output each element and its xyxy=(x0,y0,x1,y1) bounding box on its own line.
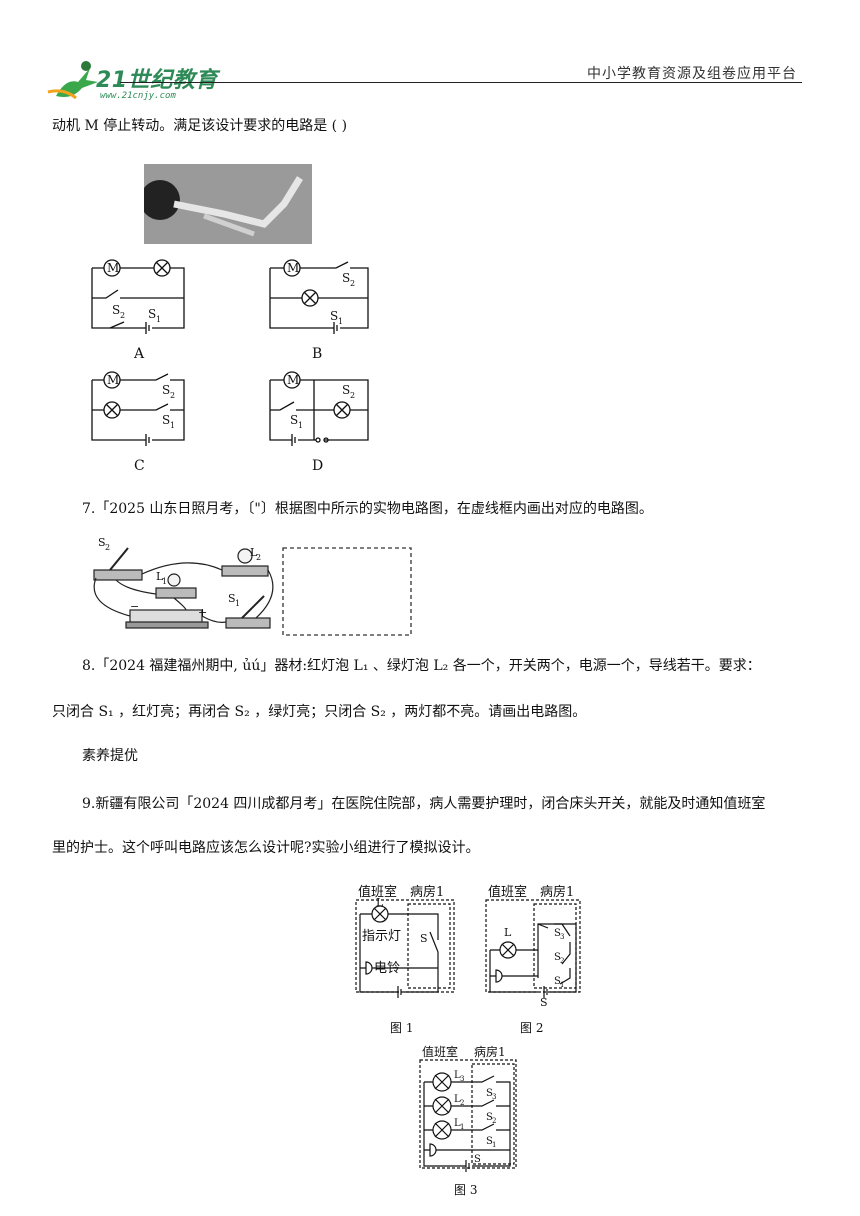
svg-text:L: L xyxy=(454,1094,461,1105)
option-b-label: B xyxy=(312,346,322,362)
svg-text:L: L xyxy=(156,570,164,583)
svg-text:1: 1 xyxy=(492,1141,496,1149)
section-title: 素养提优 xyxy=(82,748,138,764)
svg-text:1: 1 xyxy=(156,315,161,324)
svg-text:S: S xyxy=(554,952,561,963)
svg-text:L: L xyxy=(454,1118,461,1129)
svg-text:L: L xyxy=(250,546,258,559)
switch-label-b-s1: S xyxy=(330,309,338,323)
circuit-b xyxy=(269,259,369,334)
svg-text:S: S xyxy=(228,592,236,605)
fig1-caption: 图 1 xyxy=(390,1021,413,1035)
fig3-duty-room: 值班室 xyxy=(422,1044,458,1059)
svg-text:2: 2 xyxy=(350,391,355,400)
option-c-label: C xyxy=(134,458,145,474)
svg-text:1: 1 xyxy=(170,421,175,430)
svg-text:L: L xyxy=(504,926,512,939)
svg-text:S: S xyxy=(540,996,548,1009)
svg-text:+: + xyxy=(198,606,207,619)
svg-text:S: S xyxy=(420,932,428,945)
svg-text:2: 2 xyxy=(460,1099,464,1107)
svg-text:1: 1 xyxy=(298,421,303,430)
fig1-indicator: 指示灯 xyxy=(362,929,401,944)
q8-line2: 只闭合 S₁ ，红灯亮；再闭合 S₂ ，绿灯亮；只闭合 S₂ ，两灯都不亮。请画… xyxy=(52,704,587,720)
svg-text:S: S xyxy=(554,928,561,939)
option-a-label: A xyxy=(133,346,145,362)
circuit-a xyxy=(91,259,185,334)
circuit-d xyxy=(269,371,369,446)
q9-line2: 里的护士。这个呼叫电路应该怎么设计呢?实验小组进行了模拟设计。 xyxy=(52,840,480,856)
logo-runner-icon xyxy=(47,61,98,100)
svg-text:L: L xyxy=(454,1070,461,1081)
logo-url: www.21cnjy.com xyxy=(100,91,176,101)
svg-text:2: 2 xyxy=(256,553,261,562)
robot-arm-image xyxy=(144,164,312,244)
svg-text:1: 1 xyxy=(560,981,564,989)
fig3-ward: 病房1 xyxy=(474,1044,506,1059)
svg-text:2: 2 xyxy=(120,311,125,320)
fig3-caption: 图 3 xyxy=(454,1183,477,1197)
switch-label-c-s1: S xyxy=(162,413,170,427)
fig2-caption: 图 2 xyxy=(520,1021,543,1035)
q7-text: 7.「2025 山东日照月考，〔"〕根据图中所示的实物电路图，在虚线框内画出对应… xyxy=(82,501,653,517)
fig2-duty-room: 值班室 xyxy=(488,884,527,900)
switch-label-d-s2: S xyxy=(342,383,350,397)
svg-text:S: S xyxy=(98,536,106,549)
svg-text:1: 1 xyxy=(162,577,167,586)
switch-label-c-s2: S xyxy=(162,383,170,397)
option-d-label: D xyxy=(312,458,323,474)
svg-text:−: − xyxy=(130,600,139,613)
svg-text:2: 2 xyxy=(492,1117,496,1125)
fig2-ward: 病房1 xyxy=(540,884,574,900)
circuit-c xyxy=(91,371,185,446)
motor-label-b: M xyxy=(287,261,299,275)
svg-text:L: L xyxy=(376,896,384,909)
logo-text: 21世纪教育 xyxy=(96,68,218,93)
platform-title: 中小学教育资源及组卷应用平台 xyxy=(587,66,797,82)
motor-label-a: M xyxy=(107,261,119,275)
motor-label-c: M xyxy=(107,373,119,387)
q6-stem: 动机 M 停止转动。满足该设计要求的电路是 ( ) xyxy=(52,118,348,134)
svg-text:2: 2 xyxy=(170,391,175,400)
svg-text:1: 1 xyxy=(338,317,343,326)
svg-text:S: S xyxy=(486,1136,493,1147)
svg-text:S: S xyxy=(486,1112,493,1123)
q8-line1: 8.「2024 福建福州期中, ủú」器材:红灯泡 L₁ 、绿灯泡 L₂ 各一个… xyxy=(82,658,761,674)
svg-text:1: 1 xyxy=(235,599,240,608)
fig1-duty-room: 值班室 xyxy=(358,884,397,900)
switch-label-b-s2: S xyxy=(342,271,350,285)
answer-box xyxy=(282,547,412,636)
switch-label-d-s1: S xyxy=(290,413,298,427)
switch-label-a-s1: S xyxy=(148,307,156,321)
svg-text:3: 3 xyxy=(460,1075,464,1083)
q6-photo xyxy=(144,164,312,244)
svg-text:2: 2 xyxy=(350,279,355,288)
svg-text:2: 2 xyxy=(105,543,110,552)
fig1-ward: 病房1 xyxy=(410,884,444,900)
svg-text:S: S xyxy=(554,976,561,987)
svg-text:S: S xyxy=(474,1154,481,1165)
svg-text:2: 2 xyxy=(560,957,564,965)
q9-line1: 9.新疆有限公司「2024 四川成都月考」在医院住院部，病人需要护理时，闭合床头… xyxy=(82,796,766,812)
switch-label-a-s2: S xyxy=(112,303,120,317)
svg-text:3: 3 xyxy=(492,1093,496,1101)
header-rule xyxy=(120,82,802,83)
svg-text:1: 1 xyxy=(460,1123,464,1131)
svg-text:3: 3 xyxy=(560,933,564,941)
svg-text:S: S xyxy=(486,1088,493,1099)
motor-label-d: M xyxy=(287,373,299,387)
fig1-bell: 电铃 xyxy=(374,961,400,976)
